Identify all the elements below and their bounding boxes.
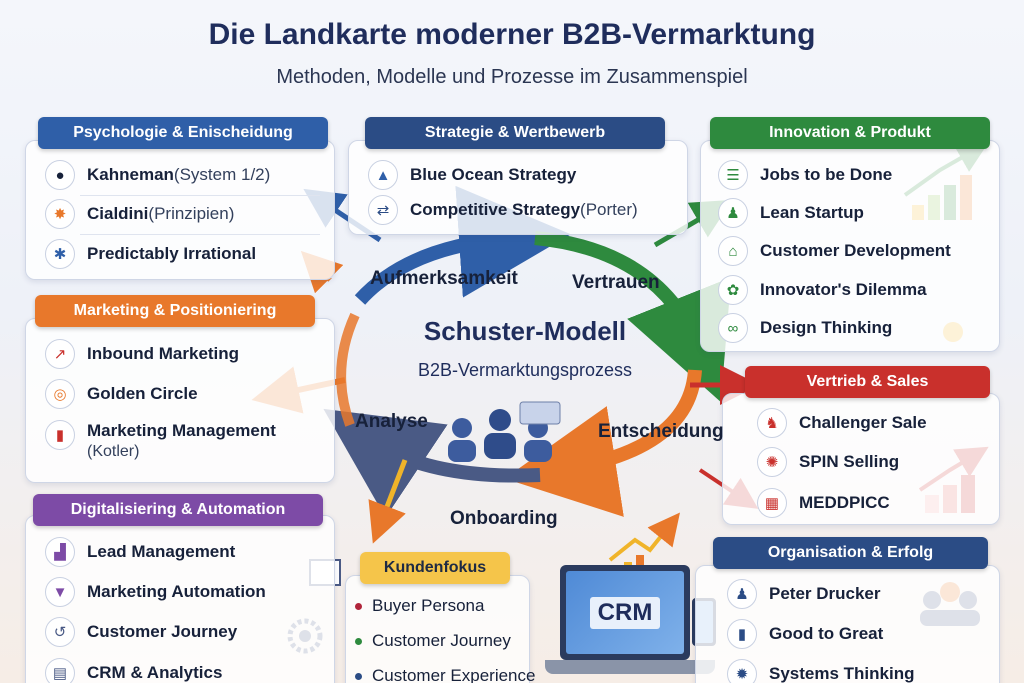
list-item-cialdini: ✸ Cialdini (Prinzipien) (45, 197, 234, 231)
list-item-predictably: ✱ Predictably Irrational (45, 237, 256, 271)
cycle-arrow-entscheidung (504, 369, 702, 517)
cycle-arrow-analyse (336, 312, 360, 427)
panel-title-psychologie: Psychologie & Enischeidung (38, 117, 328, 149)
link-icon: ∞ (718, 313, 748, 343)
arrows-icon: ⇄ (368, 195, 398, 225)
laptop-base (545, 660, 715, 674)
list-item-journey: ↺ Customer Journey (45, 615, 237, 649)
person-icon: ♟ (727, 579, 757, 609)
panel-title-marketing: Marketing & Positioniering (35, 295, 315, 327)
book-icon: ▮ (727, 619, 757, 649)
panel-digital (25, 515, 335, 683)
list-item-kotler: ▮ Marketing Management (Kotler) (45, 420, 276, 464)
panel-title-vertrieb: Vertrieb & Sales (745, 366, 990, 398)
brain-icon: ● (45, 160, 75, 190)
target-icon: ◎ (45, 379, 75, 409)
crm-label: CRM (589, 596, 661, 629)
team-icon (448, 401, 561, 462)
panel-title-innovation: Innovation & Produkt (710, 117, 990, 149)
chess-icon: ♞ (757, 408, 787, 438)
magnet-icon: ↗ (45, 339, 75, 369)
star-icon: ✸ (45, 199, 75, 229)
list-item-persona: Buyer Persona (355, 596, 484, 616)
database-icon: ▤ (45, 658, 75, 683)
center-subtitle: B2B-Vermarktungsprozess (417, 360, 633, 380)
list-item-innovators: ✿ Innovator's Dilemma (718, 273, 927, 307)
stage-onboarding: Onboarding (450, 508, 558, 529)
puzzle-icon: ✱ (45, 239, 75, 269)
panel-title-strategie: Strategie & Wertbewerb (365, 117, 665, 149)
stage-aufmerksamkeit: Aufmerksamkeit (370, 268, 518, 289)
cycle-arrow-aufmerksamkeit (354, 185, 571, 305)
gear-icon: ✹ (727, 659, 757, 683)
list-item-spin: ✺ SPIN Selling (757, 445, 899, 479)
funnel-icon: ▼ (45, 577, 75, 607)
laptop-illustration: CRM (560, 565, 690, 660)
person-icon: ♟ (718, 198, 748, 228)
list-item-meddpicc: ▦ MEDDPICC (757, 486, 890, 520)
calendar-icon: ▦ (757, 488, 787, 518)
list-item-blue-ocean: ▲ Blue Ocean Strategy (368, 158, 576, 192)
list-item-kahneman: ● Kahneman (System 1/2) (45, 158, 270, 192)
list-item-jobs: ☰ Jobs to be Done (718, 158, 892, 192)
list-item-good-to-great: ▮ Good to Great (727, 617, 883, 651)
panel-innovation (700, 140, 1000, 352)
stage-analyse: Analyse (355, 411, 428, 432)
center-title: Schuster-Modell (423, 316, 627, 346)
bar-chart-icon: ▟ (45, 537, 75, 567)
list-item-lead: ▟ Lead Management (45, 535, 235, 569)
panel-marketing (25, 318, 335, 483)
building-icon: ⌂ (718, 236, 748, 266)
page-title: Die Landkarte moderner B2B-Vermarktung (208, 18, 816, 51)
list-item-challenger: ♞ Challenger Sale (757, 406, 927, 440)
panel-psychologie (25, 140, 335, 280)
list-item-competitive: ⇄ Competitive Strategy (Porter) (368, 193, 638, 227)
list-item-kf-journey: Customer Journey (355, 631, 511, 651)
list-item-automation: ▼ Marketing Automation (45, 575, 266, 609)
list-item-experience: Customer Experience (355, 666, 535, 683)
wave-icon: ▲ (368, 160, 398, 190)
spin-icon: ✺ (757, 447, 787, 477)
list-item-drucker: ♟ Peter Drucker (727, 577, 881, 611)
panel-strategie (348, 140, 688, 235)
cycle-arrow-vertrauen (534, 231, 732, 402)
cycle-arrow-onboarding (323, 408, 541, 518)
panel-title-kundenfokus: Kundenfokus (360, 552, 510, 584)
list-item-crm: ▤ CRM & Analytics (45, 656, 222, 683)
list-item-design: ∞ Design Thinking (718, 311, 892, 345)
route-icon: ↺ (45, 617, 75, 647)
stage-vertrauen: Vertrauen (572, 272, 660, 293)
list-item-customer-dev: ⌂ Customer Development (718, 234, 951, 268)
checklist-icon: ☰ (718, 160, 748, 190)
stage-entscheidung: Entscheidung (598, 421, 724, 442)
panel-title-digital: Digitalisiering & Automation (33, 494, 323, 526)
list-item-golden: ◎ Golden Circle (45, 377, 198, 411)
book-icon: ▮ (45, 420, 75, 450)
list-item-lean: ♟ Lean Startup (718, 196, 864, 230)
leaf-icon: ✿ (718, 275, 748, 305)
panel-kundenfokus (345, 575, 530, 683)
panel-title-organisation: Organisation & Erfolg (713, 537, 988, 569)
list-item-inbound: ↗ Inbound Marketing (45, 337, 239, 371)
list-item-systems: ✹ Systems Thinking (727, 657, 914, 683)
page-subtitle: Methoden, Modelle und Prozesse im Zusamm… (276, 66, 748, 88)
connector-digital (368, 459, 408, 544)
